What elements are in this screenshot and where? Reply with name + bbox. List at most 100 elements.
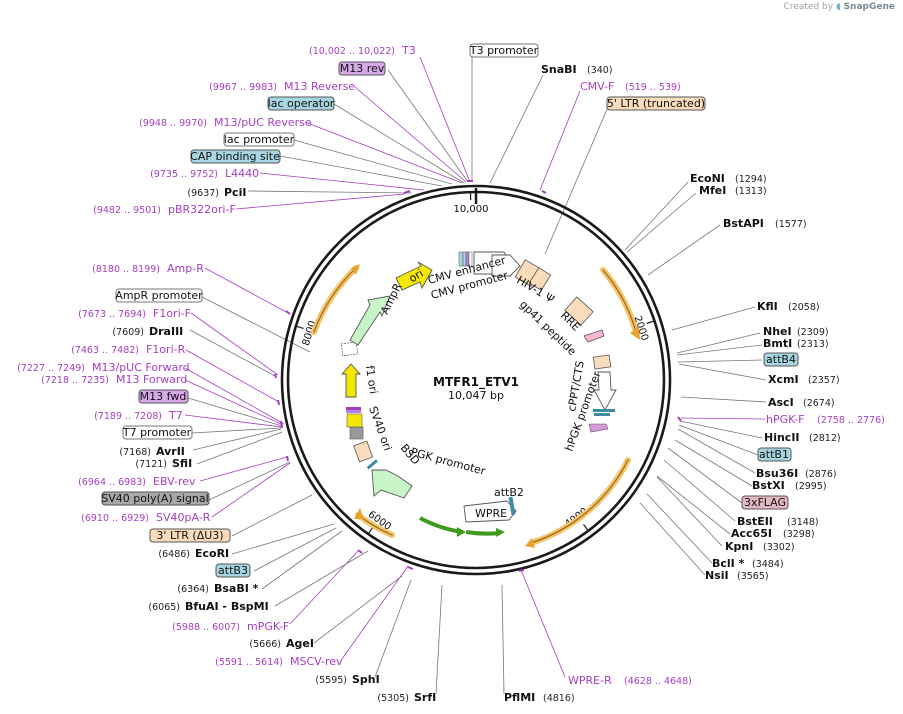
svg-text:F1ori-F: F1ori-F xyxy=(153,307,191,320)
leader-bstxi xyxy=(674,439,753,487)
attb2-label: attB2 xyxy=(494,486,524,499)
tag-attb4[interactable]: attB4 xyxy=(763,352,799,367)
leader-cmvf xyxy=(539,90,581,191)
tag-t3-promoter[interactable]: T3 promoter xyxy=(469,43,539,58)
primer-sv40par[interactable]: (6910 .. 6929)SV40pA-R xyxy=(81,511,211,524)
enzyme-bfuai[interactable]: (6065) BfuAI - BspMI xyxy=(148,600,268,613)
leader-hincii xyxy=(679,420,763,439)
enzyme-kpni[interactable]: KpnI(3302) xyxy=(725,540,795,553)
enzyme-nsii[interactable]: NsiI(3565) xyxy=(705,569,769,582)
tag-3xflag[interactable]: 3xFLAG xyxy=(741,495,789,510)
enzyme-mfei[interactable]: MfeI(1313) xyxy=(699,184,767,197)
svg-text:SV40 poly(A) signal: SV40 poly(A) signal xyxy=(101,492,208,505)
svg-text:lac promoter: lac promoter xyxy=(224,133,295,146)
tag-ampr-promoter[interactable]: AmpR promoter xyxy=(115,288,203,303)
hiv-psi-box xyxy=(528,267,552,291)
leader-t3 xyxy=(419,56,471,183)
tag-lac-operator[interactable]: lac operator xyxy=(267,96,335,111)
leader-mscvrev xyxy=(341,565,409,660)
svg-text:T3 promoter: T3 promoter xyxy=(469,44,539,57)
svg-text:HincII: HincII xyxy=(764,431,800,444)
enzyme-asci[interactable]: AscI(2674) xyxy=(768,396,835,409)
primer-wprer[interactable]: WPRE-R(4628 .. 4648) xyxy=(568,674,692,687)
primer-m13puc-forward[interactable]: (7227 .. 7249)M13/pUC Forward xyxy=(17,361,190,374)
enzyme-pflmi[interactable]: PflMI(4816) xyxy=(504,691,575,704)
enzyme-ecori[interactable]: (6486)EcoRI xyxy=(158,547,229,560)
leader-srfi xyxy=(435,584,443,695)
enzyme-sfii[interactable]: (7121)SfiI xyxy=(135,457,192,470)
enzyme-bmti[interactable]: BmtI(2313) xyxy=(763,337,829,350)
primer-ebvrev[interactable]: (6964 .. 6983)EBV-rev xyxy=(78,475,196,488)
primer-m13-reverse[interactable]: (9967 .. 9983)M13 Reverse xyxy=(209,80,355,93)
svg-text:T7 promoter: T7 promoter xyxy=(122,426,192,439)
enzyme-draiii[interactable]: (7609)DraIII xyxy=(112,325,183,338)
wpre-arrow xyxy=(463,500,517,523)
svg-text:BstXI: BstXI xyxy=(752,479,785,492)
enzyme-acc65i[interactable]: Acc65I(3298) xyxy=(731,527,815,540)
svg-text:(5988 .. 6007): (5988 .. 6007) xyxy=(172,622,240,633)
primer-m13puc-reverse[interactable]: (9948 .. 9970)M13/pUC Reverse xyxy=(139,116,312,129)
leader-bsu36i xyxy=(677,428,756,474)
svg-text:(5305): (5305) xyxy=(377,693,409,704)
primer-m13-forward[interactable]: (7218 .. 7235)M13 Forward xyxy=(41,373,187,386)
primer-t7[interactable]: (7189 .. 7208)T7 xyxy=(94,409,183,422)
enzyme-agei[interactable]: (5666)AgeI xyxy=(249,637,314,650)
primer-mpgkf[interactable]: (5988 .. 6007)mPGK-F xyxy=(172,620,289,633)
tag-cap-site[interactable]: CAP binding site xyxy=(190,149,281,164)
leader-3xflag xyxy=(667,447,743,504)
primer-f1orir[interactable]: (7463 .. 7482)F1ori-R xyxy=(71,343,185,356)
svg-text:(6065): (6065) xyxy=(148,602,180,613)
svg-text:BmtI: BmtI xyxy=(763,337,792,350)
primer-mscvrev[interactable]: (5591 .. 5614)MSCV-rev xyxy=(215,655,343,668)
svg-text:(7121): (7121) xyxy=(135,459,167,470)
enzyme-kfli[interactable]: KflI(2058) xyxy=(757,300,820,313)
enzyme-hincii[interactable]: HincII(2812) xyxy=(764,431,841,444)
primer-f1orif[interactable]: (7673 .. 7694)F1ori-F xyxy=(78,307,191,320)
enzyme-avrii[interactable]: (7168)AvrII xyxy=(119,445,185,458)
enzyme-bsteii[interactable]: BstEII(3148) xyxy=(737,515,819,528)
enzyme-bsabi[interactable]: (6364)BsaBI * xyxy=(177,582,258,595)
enzyme-snabi[interactable]: SnaBI(340) xyxy=(541,63,613,76)
green-arrow-1 xyxy=(419,516,463,534)
primer-cmvf[interactable]: CMV-F(519 .. 539) xyxy=(580,80,681,93)
svg-text:M13 fwd: M13 fwd xyxy=(140,390,187,403)
primer-t3[interactable]: (10,002 .. 10,022)T3 xyxy=(309,44,416,57)
svg-text:BfuAI - BspMI: BfuAI - BspMI xyxy=(185,600,269,613)
enzyme-srfi[interactable]: (5305)SrfI xyxy=(377,691,436,704)
tag-attb3[interactable]: attB3 xyxy=(215,563,251,578)
tag-t7-promoter[interactable]: T7 promoter xyxy=(122,425,193,440)
enzyme-econi[interactable]: EcoNI(1294) xyxy=(690,172,767,185)
enzyme-bcli[interactable]: BclI *(3484) xyxy=(712,557,784,570)
enzyme-bstxi[interactable]: BstXI(2995) xyxy=(752,479,827,492)
tag-attb1[interactable]: attB1 xyxy=(757,447,792,462)
backbone xyxy=(280,184,672,576)
enzyme-pcii[interactable]: (9637)PciI xyxy=(187,186,246,199)
svg-text:(2674): (2674) xyxy=(803,398,835,409)
svg-text:(2758 .. 2776): (2758 .. 2776) xyxy=(817,415,885,426)
tag-5ltr[interactable]: 5' LTR (truncated) xyxy=(606,96,706,111)
svg-text:pBR322ori-F: pBR322ori-F xyxy=(168,203,236,216)
attb2-bar xyxy=(508,496,516,516)
tag-3ltr[interactable]: 3' LTR (ΔU3) xyxy=(149,528,231,543)
leader-draiii xyxy=(189,329,276,377)
tag-sv40-polya[interactable]: SV40 poly(A) signal xyxy=(101,491,210,506)
primer-hpgkf[interactable]: hPGK-F(2758 .. 2776) xyxy=(766,413,885,426)
primer-pbr322orif[interactable]: (9482 .. 9501)pBR322ori-F xyxy=(93,203,236,216)
tag-m13-fwd[interactable]: M13 fwd xyxy=(138,389,189,404)
primer-ampr[interactable]: (8180 .. 8199)Amp-R xyxy=(92,262,204,275)
primer-l4440[interactable]: (9735 .. 9752)L4440 xyxy=(150,167,259,180)
enzyme-bsu36i[interactable]: Bsu36I(2876) xyxy=(756,467,837,480)
leader-kfli xyxy=(671,306,756,331)
enzyme-xcmi[interactable]: XcmI(2357) xyxy=(768,373,840,386)
tag-m13-rev[interactable]: M13 rev xyxy=(338,61,386,76)
ori-label: ori xyxy=(407,267,426,286)
credit-brand: SnapGene xyxy=(843,2,895,12)
svg-text:(7227 .. 7249): (7227 .. 7249) xyxy=(17,363,85,374)
enzyme-nhei[interactable]: NheI(2309) xyxy=(763,325,829,338)
tag-lac-promoter[interactable]: lac promoter xyxy=(223,132,295,147)
sv40ori-label: SV40 ori xyxy=(366,405,394,453)
leader-acc65i xyxy=(656,475,731,535)
svg-text:(2357): (2357) xyxy=(808,375,840,386)
enzyme-bstapi[interactable]: BstAPI(1577) xyxy=(723,217,807,230)
enzyme-sphi[interactable]: (5595)SphI xyxy=(315,673,379,686)
